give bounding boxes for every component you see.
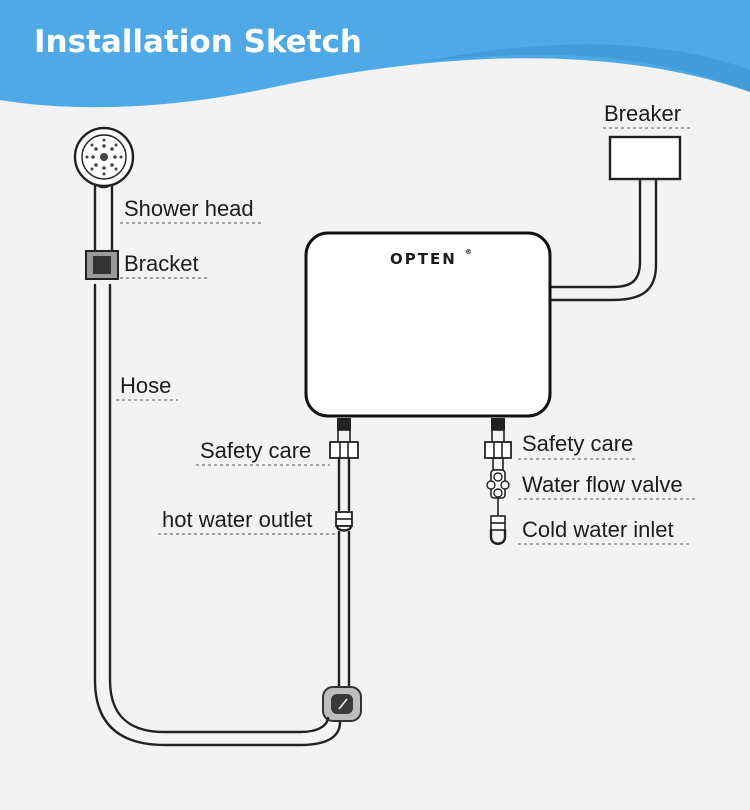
hose-label: Hose bbox=[120, 373, 171, 398]
hot-water-outlet-label: hot water outlet bbox=[162, 507, 312, 532]
water-flow-valve bbox=[486, 469, 510, 516]
safety-care-left-fitting bbox=[329, 441, 359, 459]
page-title: Installation Sketch bbox=[34, 24, 362, 60]
bracket-label: Bracket bbox=[124, 251, 199, 276]
breaker-label: Breaker bbox=[604, 101, 681, 126]
water-flow-valve-label: Water flow valve bbox=[522, 472, 683, 497]
breaker-box bbox=[608, 135, 682, 181]
cold-water-inlet-label: Cold water inlet bbox=[522, 517, 674, 542]
hot-outlet-nozzle bbox=[337, 418, 351, 430]
safety-care-left-label: Safety care bbox=[200, 438, 311, 463]
shower-head-label: Shower head bbox=[124, 196, 254, 221]
cold-inlet-nozzle bbox=[491, 418, 505, 430]
power-cable bbox=[546, 178, 642, 289]
safety-care-right-label: Safety care bbox=[522, 431, 633, 456]
safety-care-right-fitting bbox=[484, 441, 512, 459]
brand-logo: OPTEN bbox=[390, 250, 457, 268]
svg-text:®: ® bbox=[465, 248, 472, 256]
shower-head bbox=[73, 126, 135, 252]
header-banner bbox=[0, 0, 750, 108]
header-wave-shade bbox=[420, 44, 750, 92]
water-heater-unit bbox=[304, 231, 552, 418]
shower-hose bbox=[93, 283, 342, 747]
